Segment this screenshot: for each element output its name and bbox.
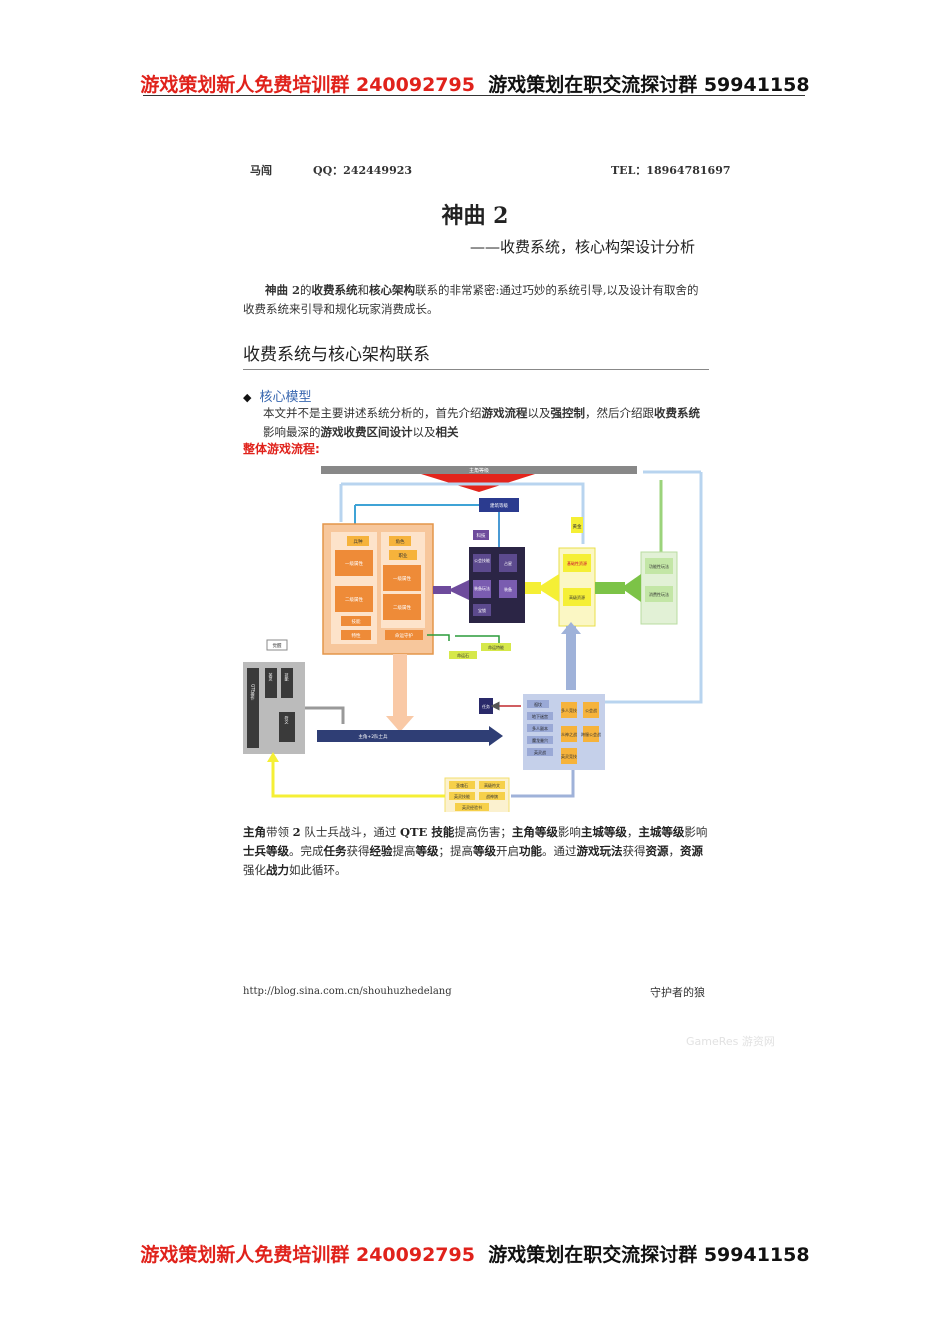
svg-text:多人竞技: 多人竞技 <box>561 707 577 713</box>
svg-text:祖坟: 祖坟 <box>534 701 542 707</box>
watermark: GameRes 游资网 <box>686 1035 775 1048</box>
svg-text:主角+2队士兵: 主角+2队士兵 <box>358 733 388 740</box>
svg-text:一级属性: 一级属性 <box>345 560 363 567</box>
svg-text:符文: 符文 <box>285 715 290 725</box>
svg-text:功能性玩法: 功能性玩法 <box>649 563 669 569</box>
svg-text:英灵: 英灵 <box>269 672 274 682</box>
svg-text:建筑等级: 建筑等级 <box>490 502 508 509</box>
svg-text:一级属性: 一级属性 <box>393 575 411 582</box>
svg-text:任务: 任务 <box>482 703 490 709</box>
section-divider <box>243 369 709 370</box>
svg-text:地下迷宫: 地下迷宫 <box>532 713 548 719</box>
bottom-banner: 游戏策划新人免费培训群 240092795 游戏策划在职交流探讨群 599411… <box>0 1240 950 1267</box>
bullet-label: 核心模型 <box>259 390 312 405</box>
svg-text:公会技能: 公会技能 <box>474 557 490 563</box>
footer-author: 守护者的狼 <box>650 986 705 999</box>
training-group-text: 游戏策划新人免费培训群 240092795 <box>140 74 475 96</box>
svg-text:英灵经验书: 英灵经验书 <box>462 804 482 810</box>
author-tel: TEL：18964781697 <box>611 164 731 177</box>
svg-text:众神之战: 众神之战 <box>561 731 577 737</box>
task-box <box>479 698 493 714</box>
top-banner: 游戏策划新人免费培训群 240092795 游戏策划在职交流探讨群 599411… <box>0 70 950 97</box>
hero-label: 角色 <box>396 538 405 545</box>
bullet-body: 本文并不是主要讲述系统分析的，首先介绍游戏流程以及强控制，然后介绍跟收费系统影响… <box>263 406 700 439</box>
svg-text:装备: 装备 <box>504 586 512 592</box>
svg-text:觉醒: 觉醒 <box>273 642 282 649</box>
svg-text:消费性玩法: 消费性玩法 <box>649 591 669 597</box>
svg-text:命运石: 命运石 <box>457 652 469 658</box>
svg-text:命运特能: 命运特能 <box>488 644 504 650</box>
author-qq: QQ：242449923 <box>313 164 413 177</box>
svg-text:高级资源: 高级资源 <box>569 594 585 600</box>
svg-text:公会战: 公会战 <box>585 707 597 713</box>
doc-subtitle: ——收费系统，核心构架设计分析 <box>470 238 696 256</box>
svg-text:二级属性: 二级属性 <box>393 604 411 611</box>
training-group-text: 游戏策划新人免费培训群 240092795 <box>140 1244 475 1266</box>
svg-text:高级符文: 高级符文 <box>484 782 500 788</box>
svg-text:职业: 职业 <box>399 552 408 559</box>
soldier-label: 兵种 <box>354 538 363 545</box>
svg-text:英灵竞技: 英灵竞技 <box>561 753 577 759</box>
bullet-core-model: ◆ 核心模型 <box>243 386 311 405</box>
svg-text:英灵战: 英灵战 <box>534 749 546 755</box>
author-name: 马闯 <box>250 164 272 177</box>
svg-text:特性: 特性 <box>352 632 361 639</box>
flow-summary: 主角带领 2 队士兵战斗，通过 QTE 技能提高伤害；主角等级影响主城等级，主城… <box>243 825 708 877</box>
svg-text:命运守护: 命运守护 <box>395 632 413 639</box>
svg-text:技能: 技能 <box>352 618 361 625</box>
svg-text:宝锁: 宝锁 <box>478 607 486 613</box>
section-title: 收费系统与核心架构联系 <box>243 345 430 365</box>
svg-text:战神旗: 战神旗 <box>486 793 498 799</box>
svg-text:技能: 技能 <box>285 672 290 682</box>
top-divider <box>143 95 805 96</box>
svg-text:黄金: 黄金 <box>573 523 582 530</box>
fate-stone-box <box>449 651 477 659</box>
gold-box <box>571 517 583 533</box>
svg-text:基础性资源: 基础性资源 <box>567 560 587 566</box>
svg-text:多人副本: 多人副本 <box>532 725 548 731</box>
svg-text:跨服公会战: 跨服公会战 <box>581 731 601 737</box>
svg-text:魔龙巢穴: 魔龙巢穴 <box>532 737 548 743</box>
flow-title: 整体游戏流程: <box>243 442 320 456</box>
game-flow-diagram: 主角等级 建筑等级 科技 黄金 兵种 一级属性 二级属性 技能 特性 角色 职业… <box>243 466 703 812</box>
hero-level-bar <box>321 466 637 474</box>
hero-level-label: 主角等级 <box>469 467 489 474</box>
svg-text:科技: 科技 <box>477 532 486 539</box>
discussion-group-text: 游戏策划在职交流探讨群 59941158 <box>488 74 810 96</box>
svg-text:QTE操作: QTE操作 <box>251 684 256 701</box>
diamond-bullet-icon: ◆ <box>243 391 252 404</box>
main-army-bar <box>317 730 489 742</box>
blog-url: http://blog.sina.com.cn/shouhuzhedelang <box>243 986 452 997</box>
svg-text:圣魂石: 圣魂石 <box>456 782 468 788</box>
svg-text:英灵技能: 英灵技能 <box>454 793 470 799</box>
tech-box <box>473 530 489 540</box>
svg-text:装备玩法: 装备玩法 <box>474 585 490 591</box>
loop-line-right <box>598 472 703 704</box>
building-level-box <box>479 498 519 512</box>
svg-text:占星: 占星 <box>504 560 512 566</box>
doc-title: 神曲 2 <box>441 203 509 229</box>
discussion-group-text: 游戏策划在职交流探讨群 59941158 <box>488 1244 810 1266</box>
intro-paragraph: 神曲 2的收费系统和核心架构联系的非常紧密:通过巧妙的系统引导,以及设计有取舍的… <box>243 283 699 316</box>
svg-text:二级属性: 二级属性 <box>345 596 363 603</box>
fate-trait-box <box>481 643 511 651</box>
